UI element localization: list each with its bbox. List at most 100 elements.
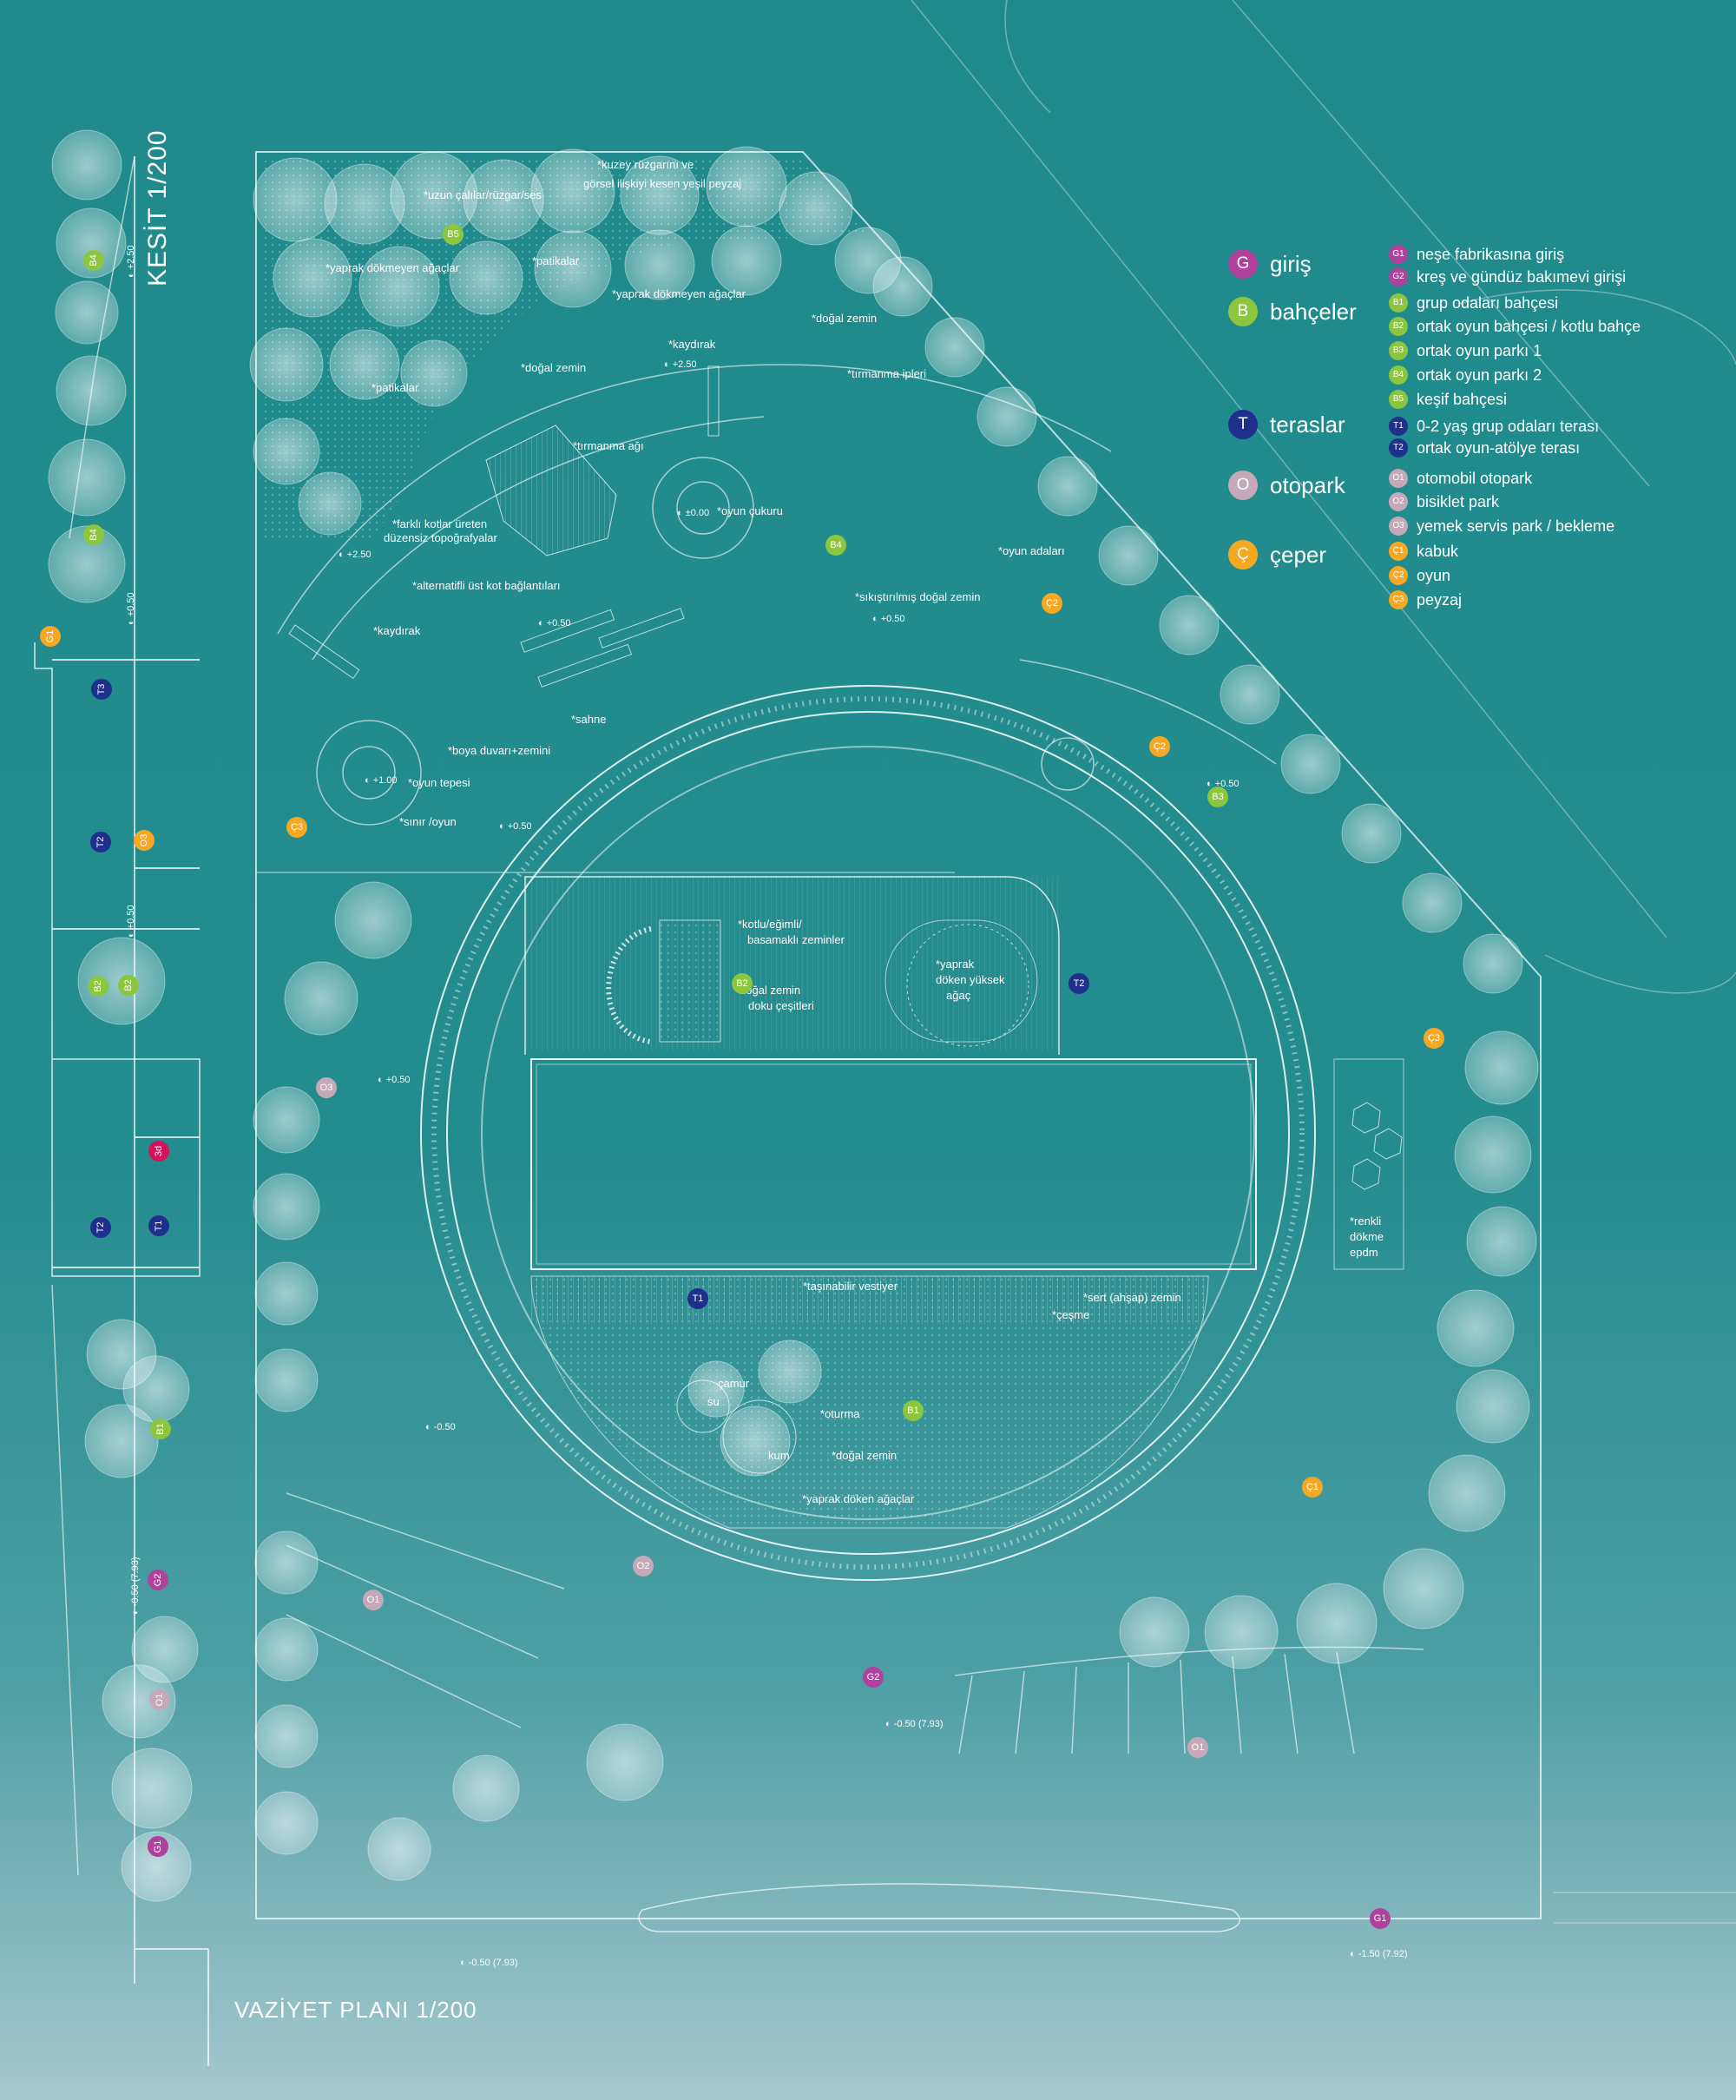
level-marker: ◐ +0.50 <box>872 614 905 624</box>
section-marker-g1: G1 <box>148 1836 168 1857</box>
plan-marker-ç3: Ç3 <box>286 817 307 838</box>
annotation: *sahne <box>571 713 607 726</box>
legend-item-label: ortak oyun-atölye terası <box>1417 438 1581 457</box>
legend-item-b5: B5 keşif bahçesi <box>1389 390 1507 409</box>
legend-item-badge: Ç1 <box>1389 542 1408 561</box>
annotation: basamaklı zeminler <box>747 933 845 946</box>
legend-item-label: neşe fabrikasına giriş <box>1417 245 1565 263</box>
legend-item-badge: O2 <box>1389 492 1408 511</box>
annotation: *oyun adaları <box>998 544 1065 557</box>
central-hall <box>530 1058 1257 1270</box>
plan-marker-ç2: Ç2 <box>1042 593 1062 614</box>
legend-item-badge: T2 <box>1389 438 1408 458</box>
plan-marker-b1: B1 <box>903 1400 924 1421</box>
section-marker-b2: B2 <box>88 976 108 997</box>
annotation: *renkli <box>1350 1215 1382 1228</box>
annotation: su <box>707 1395 720 1408</box>
south-courtyard <box>530 1275 1209 1529</box>
level-marker: ◐ +2.50 <box>339 550 372 560</box>
section-marker-b1: B1 <box>150 1419 171 1439</box>
level-marker: ◐ +0.50 <box>499 821 532 832</box>
section-marker-o1: O1 <box>149 1689 170 1710</box>
annotation: *kaydırak <box>373 624 421 637</box>
site-boundary <box>255 151 1542 1919</box>
annotation: *oturma <box>820 1407 860 1420</box>
annotation: *kuzey rüzgarını ve <box>597 158 694 171</box>
plan-marker-t2: T2 <box>1069 973 1089 994</box>
level-marker: ◐ +0.50 <box>126 592 136 625</box>
legend-category-badge: B <box>1228 297 1258 326</box>
plan-marker-ç2: Ç2 <box>1149 736 1170 757</box>
legend-item-label: oyun <box>1417 566 1451 584</box>
legend-item-badge: Ç3 <box>1389 590 1408 609</box>
legend-item-badge: B5 <box>1389 390 1408 409</box>
legend-item-badge: G2 <box>1389 267 1408 286</box>
annotation: *doğal zemin <box>832 1449 898 1462</box>
plan-marker-o2: O2 <box>633 1556 654 1577</box>
annotation: dökme <box>1350 1230 1384 1243</box>
annotation: *farklı kotlar üreten <box>392 517 488 530</box>
annotation: *sıkıştırılmış doğal zemin <box>855 590 981 603</box>
annotation: kum <box>768 1449 790 1462</box>
legend-item-badge: O1 <box>1389 469 1408 488</box>
legend-item-label: grup odaları bahçesi <box>1417 293 1559 312</box>
section-marker-g1: G1 <box>40 626 61 647</box>
legend-category-label: otopark <box>1270 471 1345 498</box>
annotation: *patikalar <box>532 254 580 267</box>
legend-item-label: ortak oyun parkı 2 <box>1417 365 1542 384</box>
plan-marker-g2: G2 <box>863 1667 884 1688</box>
level-marker: ◐ +0.50 <box>378 1075 411 1085</box>
legend-category-badge: T <box>1228 410 1258 439</box>
legend-item-badge: Ç2 <box>1389 566 1408 585</box>
level-marker: ◐ +2.50 <box>664 359 697 370</box>
legend-item-b1: B1 grup odaları bahçesi <box>1389 293 1558 313</box>
annotation: *sert (ahşap) zemin <box>1083 1291 1181 1304</box>
section-marker-3d: 3d <box>148 1141 169 1162</box>
annotation: *taşınabilir vestiyer <box>803 1280 898 1293</box>
legend-item-badge: O3 <box>1389 517 1408 536</box>
legend-item-label: bisiklet park <box>1417 492 1500 510</box>
legend-item-label: ortak oyun parkı 1 <box>1417 341 1542 359</box>
level-marker: ◐ ±0.00 <box>677 508 710 518</box>
annotation: *boya duvarı+zemini <box>448 744 551 757</box>
legend-category-badge: Ç <box>1228 540 1258 569</box>
annotation: *oyun çukuru <box>717 504 783 517</box>
annotation: *sınır /oyun <box>399 815 457 828</box>
section-marker-b4: B4 <box>83 524 104 545</box>
slide-2 <box>288 624 360 680</box>
annotation: *yaprak dökmeyen ağaçlar <box>612 287 746 300</box>
legend-category-badge: O <box>1228 471 1258 500</box>
plan-marker-o3: O3 <box>316 1077 337 1098</box>
south-courtyard-trees <box>687 1340 822 1477</box>
plan-marker-t1: T1 <box>687 1288 708 1309</box>
legend-item-ç3: Ç3 peyzaj <box>1389 590 1462 609</box>
section-marker-b2: B2 <box>118 975 139 996</box>
level-marker: ◐ +0.50 <box>126 905 136 938</box>
east-tree-column <box>1119 1030 1539 1669</box>
legend-item-label: keşif bahçesi <box>1417 390 1508 408</box>
legend-item-label: peyzaj <box>1417 590 1463 609</box>
legend-item-label: 0-2 yaş grup odaları terası <box>1417 417 1600 435</box>
plan-marker-g1: G1 <box>1370 1908 1391 1929</box>
site-plan-title: VAZİYET PLANI 1/200 <box>234 1997 477 2023</box>
section-marker-g2: G2 <box>148 1570 168 1590</box>
climbing-net <box>485 425 617 556</box>
plan-marker-b3: B3 <box>1207 787 1228 807</box>
legend-category-label: çeper <box>1270 541 1327 568</box>
plan-marker-b5: B5 <box>443 224 464 245</box>
legend-item-label: ortak oyun bahçesi / kotlu bahçe <box>1417 317 1641 335</box>
legend-item-badge: B1 <box>1389 293 1408 313</box>
section-marker-b4: B4 <box>83 250 104 271</box>
section-marker-o3: O3 <box>134 830 155 851</box>
building-footprint <box>420 685 1316 1581</box>
northeast-tree-belt <box>872 256 1523 994</box>
slide <box>707 365 720 437</box>
